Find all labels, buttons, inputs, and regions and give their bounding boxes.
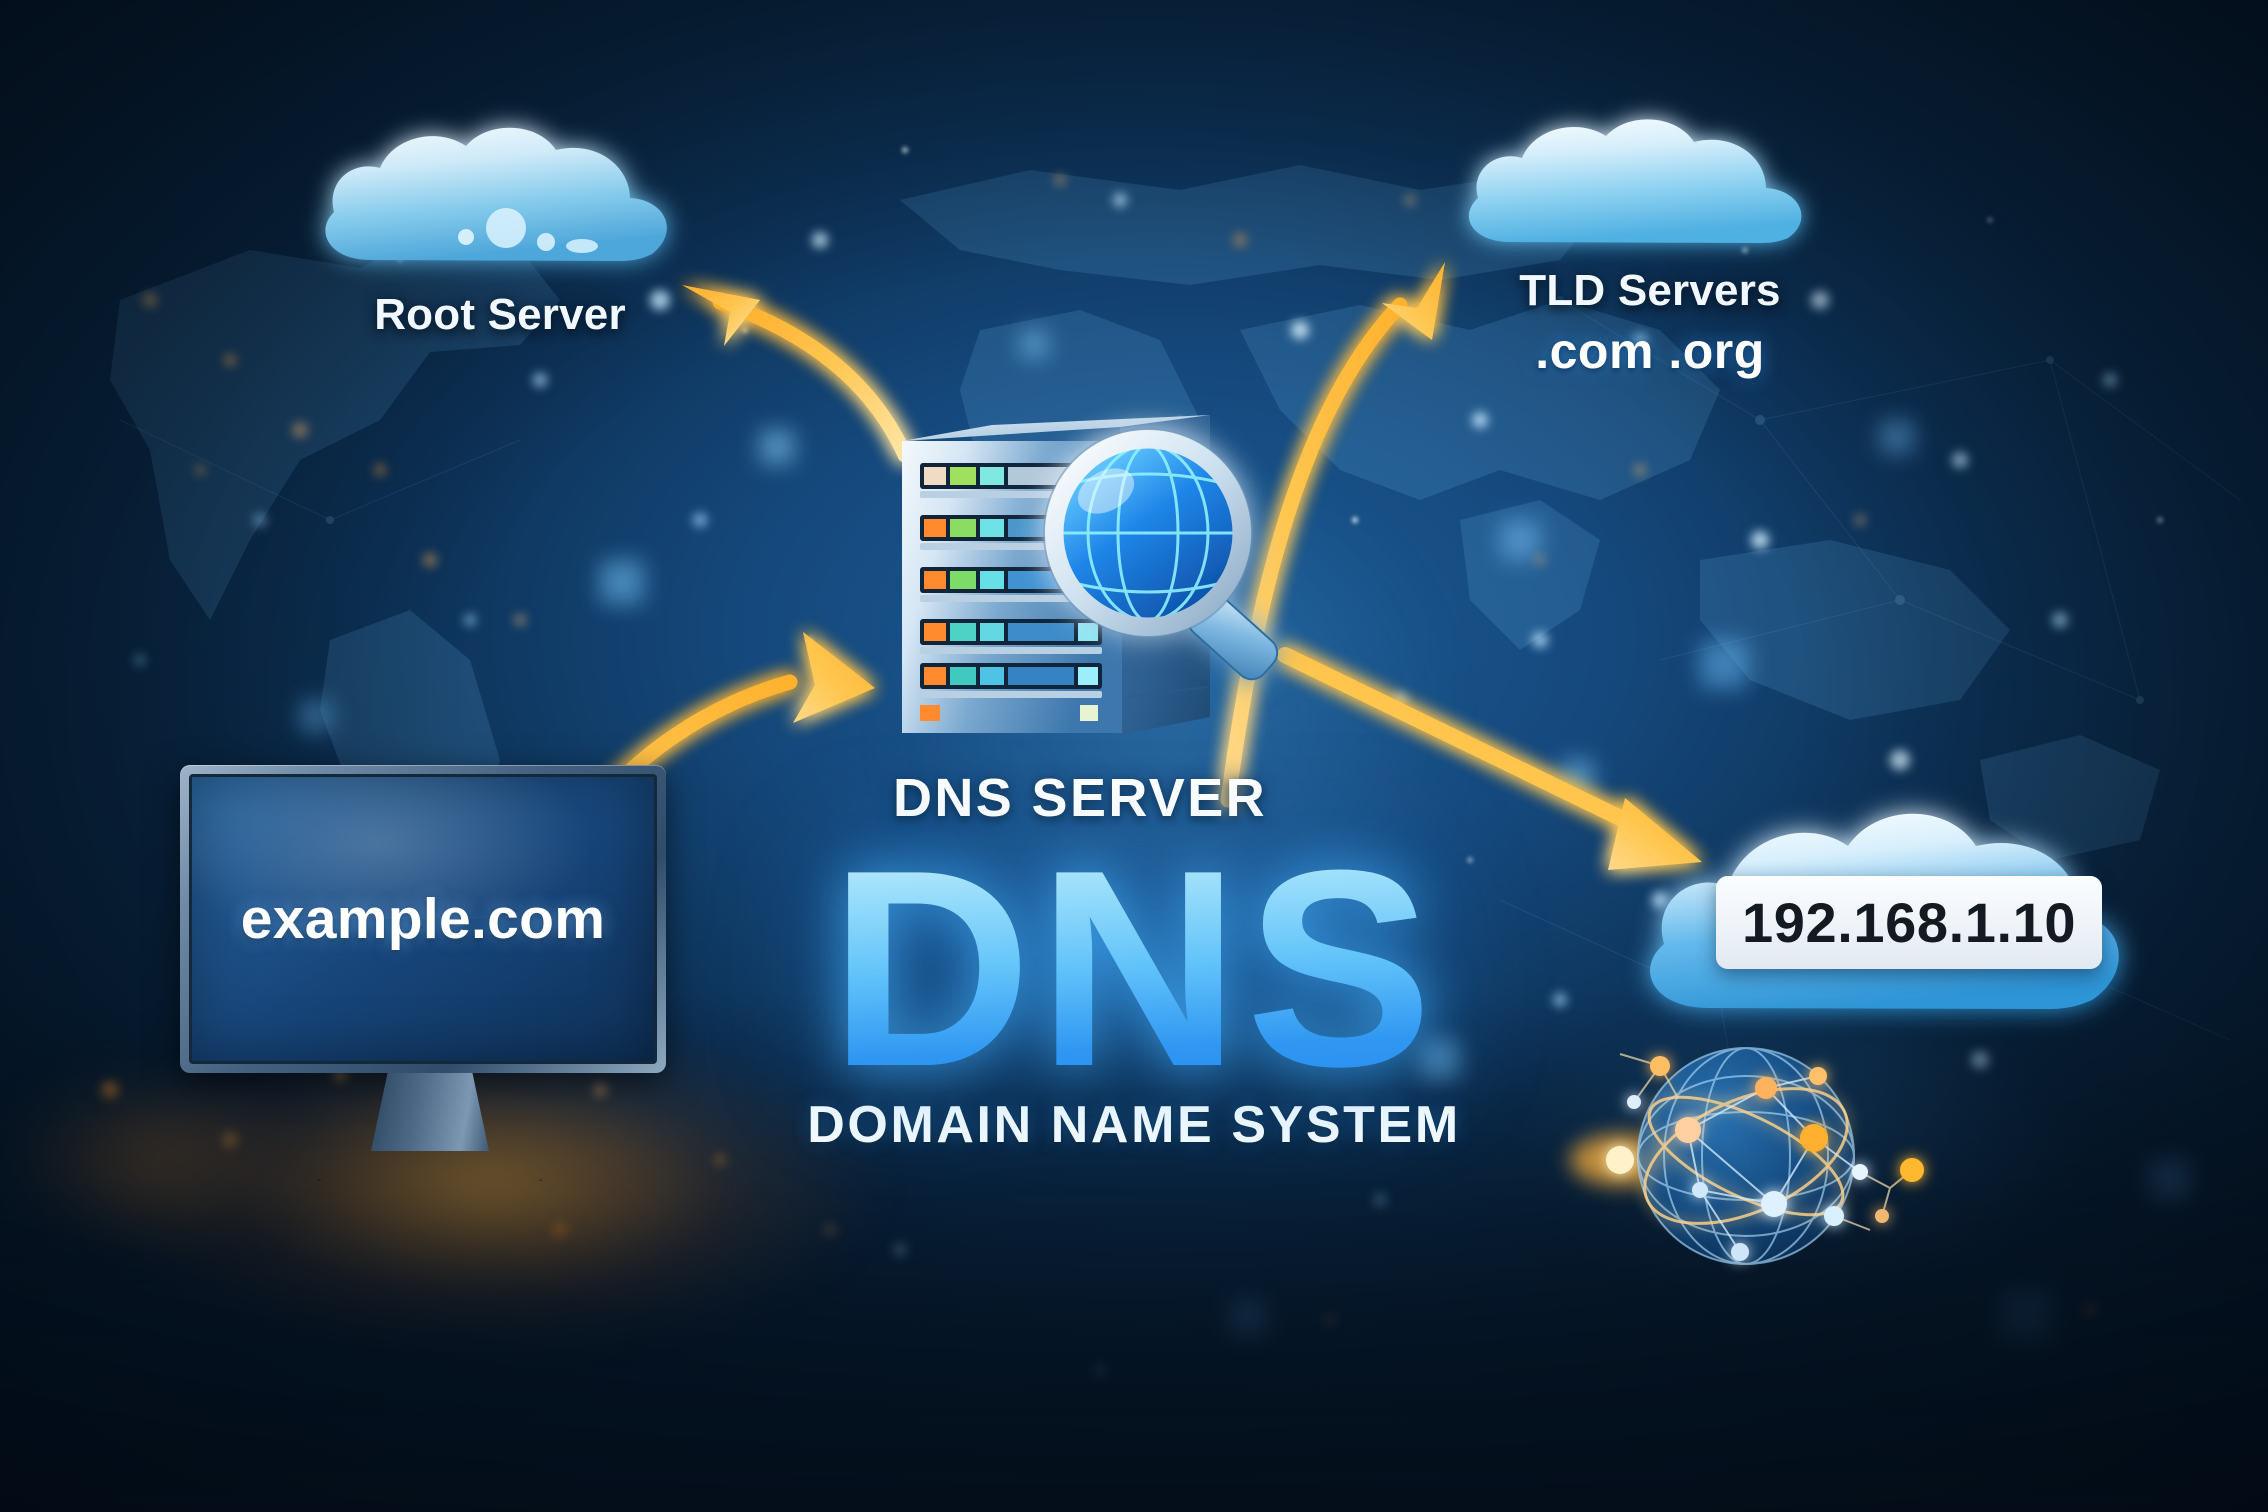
ip-address-chip: 192.168.1.10 <box>1716 876 2103 969</box>
monitor-stand-neck <box>371 1073 489 1151</box>
desktop-monitor-icon: example.com <box>180 765 666 1073</box>
cloud-icon <box>1468 119 1802 243</box>
root-server-node[interactable]: Root Server <box>300 120 700 340</box>
resolved-ip-node[interactable]: 192.168.1.10 <box>1630 780 2170 1060</box>
dns-server-label: DNS SERVER <box>892 768 1268 828</box>
monitor-screen: example.com <box>189 774 657 1064</box>
tld-servers-label: TLD Servers <box>1519 266 1781 315</box>
client-monitor-node[interactable]: example.com <box>180 765 680 1151</box>
server-rack-with-magnifier-icon <box>902 415 1279 735</box>
network-globe-icon <box>1570 1047 1924 1265</box>
queried-domain-text: example.com <box>240 887 606 951</box>
tld-extensions-text: .com .org <box>1535 323 1765 379</box>
root-server-label: Root Server <box>374 290 626 339</box>
dns-subtitle: DOMAIN NAME SYSTEM <box>807 1096 1461 1155</box>
tld-servers-node[interactable]: .com .org TLD Servers <box>1420 110 1880 379</box>
cloud-icon <box>325 127 667 261</box>
dns-title: DNS <box>829 813 1439 1125</box>
dns-server-node[interactable]: DNS SERVER <box>880 405 1280 828</box>
network-globe-node[interactable] <box>1560 1020 1940 1290</box>
dns-wordmark: DNS DOMAIN NAME SYSTEM <box>0 813 2268 1155</box>
monitor-stand-base <box>317 1145 543 1181</box>
